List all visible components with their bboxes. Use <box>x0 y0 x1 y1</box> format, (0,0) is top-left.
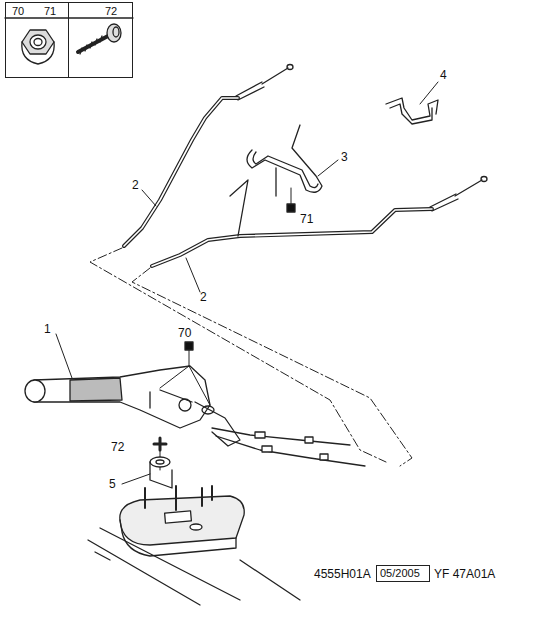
callout-number: 2 <box>200 290 207 304</box>
nut-leaders <box>160 350 210 405</box>
date-text: 05/2005 <box>380 567 420 580</box>
cable-split <box>230 180 248 236</box>
nut-leader <box>291 188 292 204</box>
routing-lines <box>90 248 412 466</box>
callout-number: 1 <box>44 322 51 336</box>
self-tapping-screw <box>78 24 121 54</box>
part-number: 71 <box>44 5 56 18</box>
date-box: 05/2005 <box>376 565 430 582</box>
callout-number: 4 <box>440 68 447 82</box>
callout-number: 71 <box>300 212 313 226</box>
callout-number: 5 <box>109 477 116 491</box>
header-rule <box>5 17 133 18</box>
drawing-reference: YF 47A01A <box>434 567 495 581</box>
callout-number: 2 <box>132 178 139 192</box>
part-cell: 72 <box>68 2 133 78</box>
nut-marker <box>185 342 193 350</box>
floor-console <box>88 486 300 605</box>
callout-number: 72 <box>111 440 124 454</box>
lever-mount <box>150 457 172 488</box>
nut-marker <box>287 204 295 212</box>
cable-left <box>124 65 293 247</box>
flange-nut <box>22 30 54 64</box>
handbrake-lever <box>25 366 240 446</box>
retaining-clip <box>386 98 438 124</box>
callout-number: 70 <box>178 326 191 340</box>
part-number: 72 <box>105 5 117 18</box>
screw-marker <box>154 438 166 450</box>
part-cell: 70 71 <box>5 2 69 78</box>
drawing-reference: 4555H01A <box>314 567 371 581</box>
part-number: 70 <box>12 5 24 18</box>
cable-guide-bracket <box>247 125 322 196</box>
callout-number: 3 <box>341 150 348 164</box>
leader-lines <box>56 82 438 484</box>
